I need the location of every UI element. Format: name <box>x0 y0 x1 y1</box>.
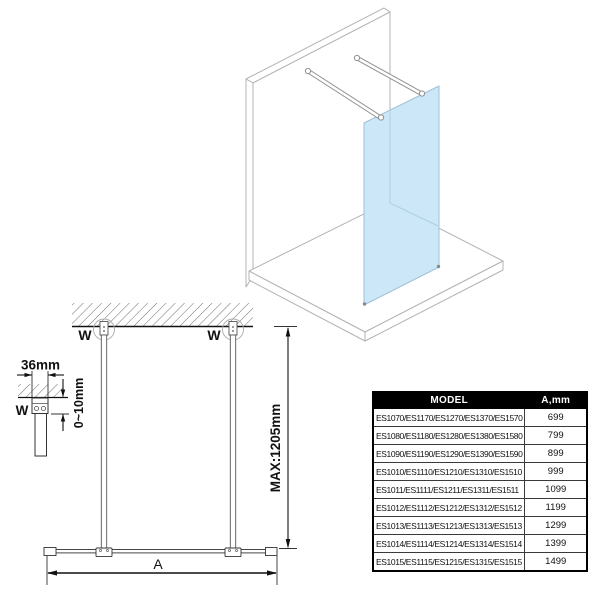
glass-bottom-right-fitting <box>436 264 441 269</box>
screw-dot <box>232 326 234 328</box>
bracket-detail-view: 36mm 0~10mm W <box>16 358 86 457</box>
screw-dot <box>232 330 234 332</box>
model-column-header: MODEL <box>372 391 526 409</box>
model-cell: ES1010/ES1110/ES1210/ES1310/ES1510 <box>372 462 526 481</box>
connector-dot <box>106 549 109 552</box>
table-row: ES1070/ES1170/ES1270/ES1370/ES1570 699 <box>372 408 588 427</box>
glass-clamp <box>377 114 385 121</box>
w-label-right: W <box>207 327 221 343</box>
glass-bottom-left-fitting <box>362 302 367 306</box>
arrow-right <box>24 372 32 378</box>
bar-connector-right <box>224 547 242 558</box>
a-mm-cell: 799 <box>524 426 588 445</box>
model-spec-table: MODEL A,mm ES1070/ES1170/ES1270/ES1370/E… <box>372 391 588 572</box>
ceiling-hatch <box>72 303 253 327</box>
arrow-up <box>285 327 291 337</box>
max-height-label: MAX:1205mm <box>268 404 283 493</box>
bracket-bar <box>34 413 47 457</box>
glass-clamp <box>418 90 426 97</box>
a-mm-cell: 1499 <box>524 552 588 572</box>
screw-dot <box>103 330 105 332</box>
connector-dot <box>99 549 102 552</box>
ceiling-hatch-detail <box>18 384 63 397</box>
support-bar-left <box>100 334 108 549</box>
arrow-left <box>47 570 57 576</box>
bracket-screw <box>34 405 40 411</box>
gap-range-label: 0~10mm <box>72 378 86 428</box>
glass-top-edge <box>45 549 278 554</box>
ceiling-bracket-left <box>99 321 109 336</box>
bracket-body <box>31 397 49 414</box>
model-cell: ES1013/ES1113/ES1213/ES1313/ES1513 <box>372 516 526 535</box>
floor-right-face <box>364 260 504 342</box>
model-cell: ES1070/ES1170/ES1270/ES1370/ES1570 <box>372 408 526 427</box>
table-row: ES1090/ES1190/ES1290/ES1390/ES1590 899 <box>372 444 588 463</box>
gap-dimension: 0~10mm <box>51 378 86 431</box>
end-cap-right <box>265 547 278 556</box>
bar-connector-left <box>95 547 113 558</box>
model-cell: ES1090/ES1190/ES1290/ES1390/ES1590 <box>372 444 526 463</box>
isometric-view <box>245 7 504 342</box>
a-mm-cell: 1399 <box>524 534 588 553</box>
a-mm-cell: 1199 <box>524 498 588 517</box>
bracket-width-dimension: 36mm <box>17 358 64 397</box>
model-cell: ES1012/ES1112/ES1212/ES1312/ES1512 <box>372 498 526 517</box>
arrow-down <box>285 539 291 549</box>
screw-dot <box>103 326 105 328</box>
wall-fitting <box>353 54 361 62</box>
max-height-dimension: MAX:1205mm <box>268 326 297 549</box>
table-header-row: MODEL A,mm <box>372 391 588 409</box>
table-row: ES1010/ES1110/ES1210/ES1310/ES1510 999 <box>372 462 588 481</box>
w-label-detail: W <box>16 403 29 418</box>
table-row: ES1080/ES1180/ES1280/ES1380/ES1580 799 <box>372 426 588 445</box>
arrow-left <box>48 372 56 378</box>
wall-fitting <box>304 67 312 75</box>
end-cap-left <box>43 547 57 556</box>
model-cell: ES1014/ES1114/ES1214/ES1314/ES1514 <box>372 534 526 553</box>
ceiling-bracket-right <box>228 321 238 336</box>
wall-side-face <box>245 78 254 288</box>
glass-panel <box>363 85 440 306</box>
floor-edge-through-glass <box>389 202 439 227</box>
connector-dot <box>235 549 238 552</box>
a-mm-cell: 1099 <box>524 480 588 499</box>
support-bar-rear <box>353 54 426 97</box>
connector-dot <box>228 549 231 552</box>
a-mm-cell: 899 <box>524 444 588 463</box>
a-mm-column-header: A,mm <box>524 391 588 409</box>
table-row: ES1014/ES1114/ES1214/ES1314/ES1514 1399 <box>372 534 588 553</box>
model-cell: ES1011/ES1111/ES1211/ES1311/ES1511 <box>372 480 526 499</box>
front-dimension-view: W W MAX:1205mm A <box>43 303 297 585</box>
a-mm-cell: 999 <box>524 462 588 481</box>
arrow-up <box>60 414 66 422</box>
table-row: ES1011/ES1111/ES1211/ES1311/ES1511 1099 <box>372 480 588 499</box>
a-mm-cell: 699 <box>524 408 588 427</box>
model-cell: ES1080/ES1180/ES1280/ES1380/ES1580 <box>372 426 526 445</box>
table-row: ES1012/ES1112/ES1212/ES1312/ES1512 1199 <box>372 498 588 517</box>
bracket-width-label: 36mm <box>21 358 60 373</box>
bracket-screw <box>41 405 47 411</box>
width-label: A <box>153 556 163 572</box>
table-row: ES1015/ES1115/ES1215/ES1315/ES1515 1499 <box>372 552 588 572</box>
w-label-left: W <box>78 327 92 343</box>
width-dimension: A <box>46 556 278 585</box>
support-bar-front <box>304 67 385 121</box>
arrow-right <box>267 570 277 576</box>
support-bar-right <box>229 334 237 549</box>
a-mm-cell: 1299 <box>524 516 588 535</box>
model-cell: ES1015/ES1115/ES1215/ES1315/ES1515 <box>372 552 526 572</box>
table-row: ES1013/ES1113/ES1213/ES1313/ES1513 1299 <box>372 516 588 535</box>
arrow-down <box>60 389 66 397</box>
